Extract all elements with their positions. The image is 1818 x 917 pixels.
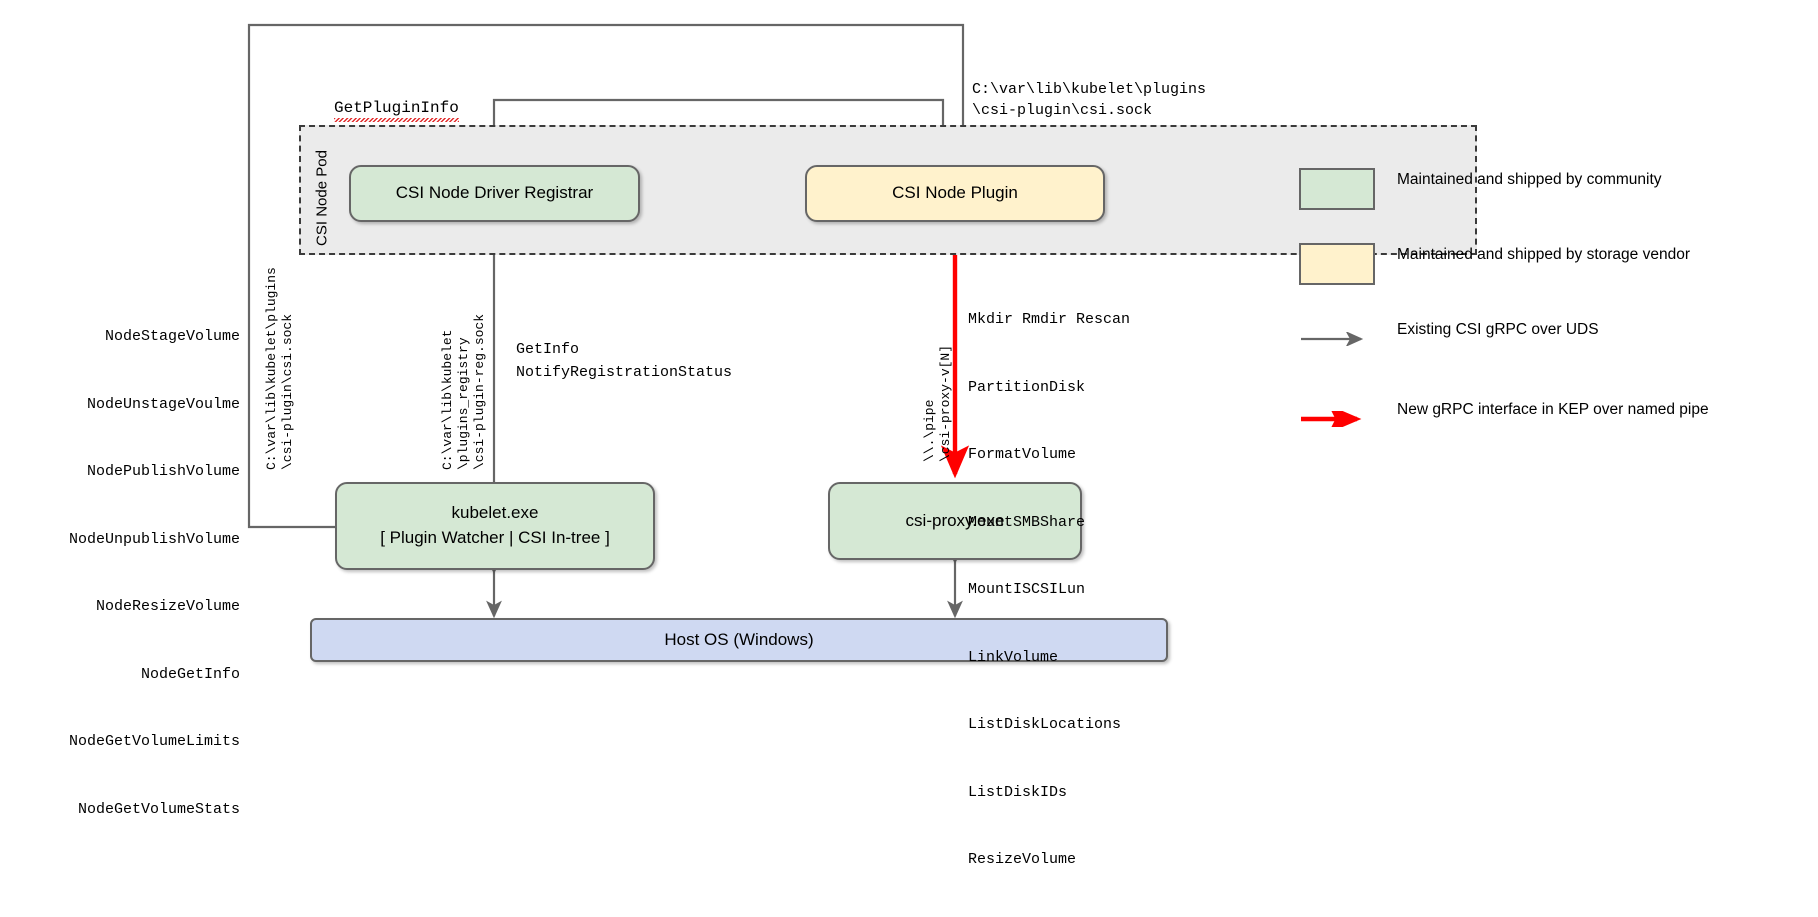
proxy-operation-item: ListDiskLocations [968, 716, 1122, 733]
legend-arrow-red-icon [1299, 398, 1375, 440]
edge-label-plugin-socket-path: C:\var\lib\kubelet\plugins \csi-plugin\c… [972, 81, 1207, 119]
legend: Maintained and shipped by community Main… [1299, 168, 1799, 478]
legend-item-new-grpc: New gRPC interface in KEP over named pip… [1299, 398, 1799, 440]
node-kubelet-exe-sublabel: [ Plugin Watcher | CSI In-tree ] [380, 528, 610, 547]
proxy-operation-item: ListDiskIDs [968, 783, 1068, 801]
edge-label-named-pipe-path: \\.\pipe \csi-proxy-v[N] [922, 344, 953, 462]
proxy-operation-item: ResizeVolume [968, 851, 1077, 868]
node-csi-proxy-exe[interactable]: csi-proxy.exe [828, 482, 1082, 560]
edge-label-csi-uds-path: C:\var\lib\kubelet\plugins \csi-plugin\c… [264, 267, 295, 470]
node-csi-node-plugin[interactable]: CSI Node Plugin [805, 165, 1105, 222]
node-operation-item: NodeGetInfo [140, 665, 240, 683]
node-kubelet-exe[interactable]: kubelet.exe [ Plugin Watcher | CSI In-tr… [335, 482, 655, 570]
edge-label-registrar-calls: GetInfo NotifyRegistrationStatus [516, 341, 733, 381]
node-operation-item: NodeGetVolumeLimits [68, 733, 240, 750]
node-operation-item: NodeUnpublishVolume [68, 530, 240, 548]
node-csi-proxy-exe-label: csi-proxy.exe [905, 510, 1005, 530]
node-csi-node-plugin-label: CSI Node Plugin [892, 183, 1018, 203]
proxy-operation-item: PartitionDisk [968, 378, 1086, 396]
legend-item-existing-grpc: Existing CSI gRPC over UDS [1299, 318, 1799, 360]
legend-swatch-green [1299, 168, 1375, 210]
node-operation-item: NodeUnstageVoulme [86, 395, 240, 413]
node-operations-list: NodeStageVolume NodeUnstageVoulme NodePu… [0, 281, 240, 866]
csi-node-pod-label-wrap: CSI Node Pod [312, 148, 332, 248]
legend-label-storage-vendor: Maintained and shipped by storage vendor [1397, 246, 1690, 263]
node-operation-item: NodeResizeVolume [95, 598, 240, 615]
diagram-canvas: CSI Node Pod CSI Node Driver Registrar C… [69, 23, 1799, 868]
node-kubelet-exe-label: kubelet.exe [451, 503, 539, 523]
legend-arrow-grey-icon [1299, 318, 1375, 360]
proxy-operation-item: Mkdir Rmdir Rescan [968, 311, 1131, 328]
proxy-operation-item: MountSMBShare [968, 513, 1086, 531]
legend-swatch-yellow [1299, 243, 1375, 285]
proxy-operation-item: LinkVolume [968, 648, 1059, 666]
node-operation-item: NodeStageVolume [104, 328, 240, 345]
node-operation-item: NodePublishVolume [86, 463, 240, 480]
proxy-operation-item: FormatVolume [968, 446, 1077, 463]
node-csi-node-driver-registrar-label: CSI Node Driver Registrar [395, 183, 594, 203]
legend-label-new-grpc: New gRPC interface in KEP over named pip… [1397, 401, 1709, 418]
proxy-operation-item: MountISCSILun [968, 581, 1086, 598]
node-host-os[interactable]: Host OS (Windows) [310, 618, 1168, 662]
legend-item-community: Maintained and shipped by community [1299, 168, 1799, 210]
node-csi-node-driver-registrar[interactable]: CSI Node Driver Registrar [349, 165, 640, 222]
edge-label-get-plugin-info: GetPluginInfo [334, 99, 459, 122]
csi-node-pod-label: CSI Node Pod [313, 150, 331, 246]
node-operation-item: NodeGetVolumeStats [77, 800, 240, 818]
legend-label-community: Maintained and shipped by community [1397, 171, 1662, 188]
edge-label-registry-sock-path: C:\var\lib\kubelet \plugins_registry \cs… [440, 313, 487, 470]
node-host-os-label: Host OS (Windows) [664, 629, 814, 649]
legend-label-existing-grpc: Existing CSI gRPC over UDS [1397, 321, 1599, 338]
proxy-operations-list: Mkdir Rmdir Rescan PartitionDisk FormatV… [968, 264, 1228, 917]
legend-item-storage-vendor: Maintained and shipped by storage vendor [1299, 243, 1799, 285]
